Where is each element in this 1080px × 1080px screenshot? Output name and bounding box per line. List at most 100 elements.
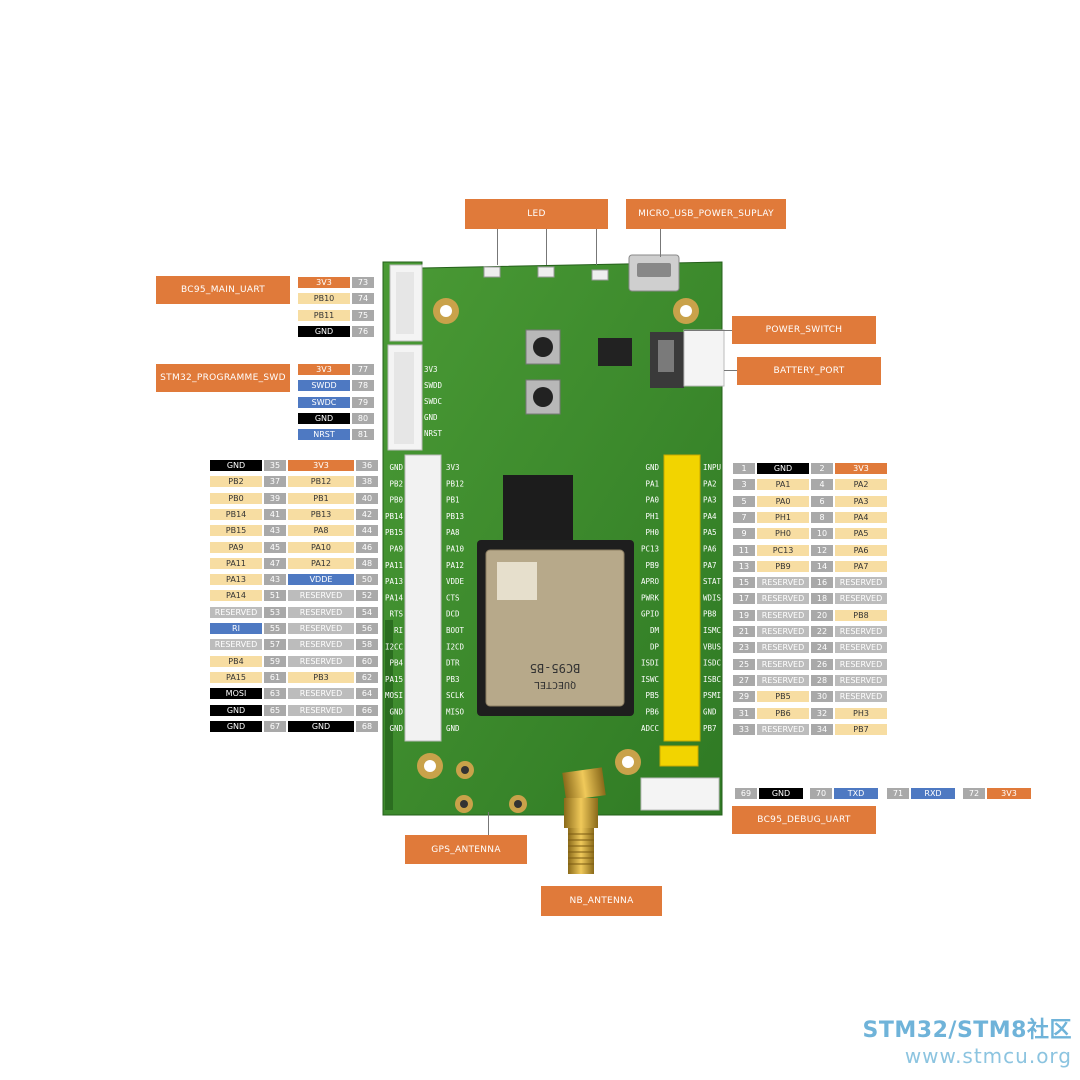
pin-label: RESERVED xyxy=(288,623,354,634)
silkscreen-label: PB7 xyxy=(703,724,717,733)
pin-label: GND xyxy=(210,720,262,732)
leader-line xyxy=(497,229,498,265)
pin-number: 63 xyxy=(264,688,286,700)
pin-label: TXD xyxy=(834,788,878,799)
pin-label: RESERVED xyxy=(835,691,887,703)
jst-debug-uart xyxy=(640,777,720,811)
silkscreen-label: PA14 xyxy=(385,593,404,602)
silkscreen-label: APRO xyxy=(641,577,660,586)
pin-label: RESERVED xyxy=(835,674,887,686)
pin-number: 52 xyxy=(356,590,378,602)
silkscreen-label: PA7 xyxy=(703,561,717,570)
silkscreen-label: PB6 xyxy=(645,708,659,717)
silkscreen-label: PA11 xyxy=(385,561,403,570)
mounting-holes xyxy=(417,298,699,779)
pin-number: 75 xyxy=(352,309,374,321)
pin-label: SWDC xyxy=(298,396,350,408)
pin-number: 34 xyxy=(811,723,833,735)
silkscreen-label: PH0 xyxy=(645,528,659,537)
pin-number: 2 xyxy=(811,463,833,474)
leader-line xyxy=(660,229,661,257)
silkscreen-label: PB1 xyxy=(446,496,460,505)
pin-label: PA2 xyxy=(835,479,887,491)
silkscreen-label: STAT xyxy=(703,577,722,586)
pin-label: PB9 xyxy=(757,560,809,572)
silkscreen-label: DP xyxy=(650,642,660,651)
pin-label: PB15 xyxy=(210,525,262,537)
pin-label: PA5 xyxy=(835,528,887,540)
pin-label: GND xyxy=(288,720,354,732)
silkscreen-label: PB4 xyxy=(389,659,403,668)
pin-label: RESERVED xyxy=(757,577,809,589)
callout-led: LED xyxy=(465,199,608,229)
pin-number: 67 xyxy=(264,720,286,732)
pin-label: PA14 xyxy=(210,590,262,602)
pin-label: GND xyxy=(759,788,803,799)
pin-number: 19 xyxy=(733,609,755,621)
silkscreen-label: PB13 xyxy=(446,512,464,521)
silkscreen-label: PSMI xyxy=(703,691,721,700)
pin-number: 7 xyxy=(733,511,755,523)
pin-label: PB8 xyxy=(835,609,887,621)
pin-number: 18 xyxy=(811,593,833,605)
voltage-regulator xyxy=(598,338,632,366)
pin-number: 9 xyxy=(733,528,755,540)
watermark-brand: STM32/STM8社区 xyxy=(862,1018,1072,1043)
callout-bc95-main-uart: BC95_MAIN_UART xyxy=(156,276,290,304)
pin-number: 24 xyxy=(811,642,833,654)
pin-number: 65 xyxy=(264,704,286,716)
pin-label: PA4 xyxy=(835,511,887,523)
chip-brand-text: QUECTEL xyxy=(534,679,576,690)
callout-power-switch: POWER_SWITCH xyxy=(732,316,876,344)
silkscreen-label: PB3 xyxy=(446,675,460,684)
silkscreen-label: MOSI xyxy=(385,691,403,700)
pin-label: RESERVED xyxy=(835,658,887,670)
silkscreen-label: GND xyxy=(389,724,403,733)
leader-line xyxy=(596,229,597,265)
silkscreen-label: PB5 xyxy=(645,691,659,700)
silkscreen-label: NRST xyxy=(424,429,443,438)
silkscreen-label: PA3 xyxy=(703,496,717,505)
pin-number: 38 xyxy=(356,476,378,488)
silkscreen-label: PWRK xyxy=(641,593,660,602)
silkscreen-label: PB9 xyxy=(645,561,659,570)
silkscreen-label: PA2 xyxy=(703,479,717,488)
battery-port-part xyxy=(683,329,725,387)
pin-label: PA11 xyxy=(210,557,262,569)
pin-label: PC13 xyxy=(757,544,809,556)
pin-label: RESERVED xyxy=(835,626,887,637)
pin-label: GND xyxy=(298,412,350,424)
pin-label: 3V3 xyxy=(298,277,350,288)
pin-label: PB5 xyxy=(757,691,809,703)
pin-number: 5 xyxy=(733,495,755,507)
pin-label: PB6 xyxy=(757,707,809,719)
pin-number: 42 xyxy=(356,508,378,520)
pin-number: 59 xyxy=(264,655,286,667)
callout-gps-antenna: GPS_ANTENNA xyxy=(405,835,527,864)
silkscreen-label: PB14 xyxy=(385,512,404,521)
pin-number: 57 xyxy=(264,639,286,651)
pin-number: 62 xyxy=(356,671,378,683)
pin-number: 61 xyxy=(264,671,286,683)
pin-number: 53 xyxy=(264,606,286,618)
